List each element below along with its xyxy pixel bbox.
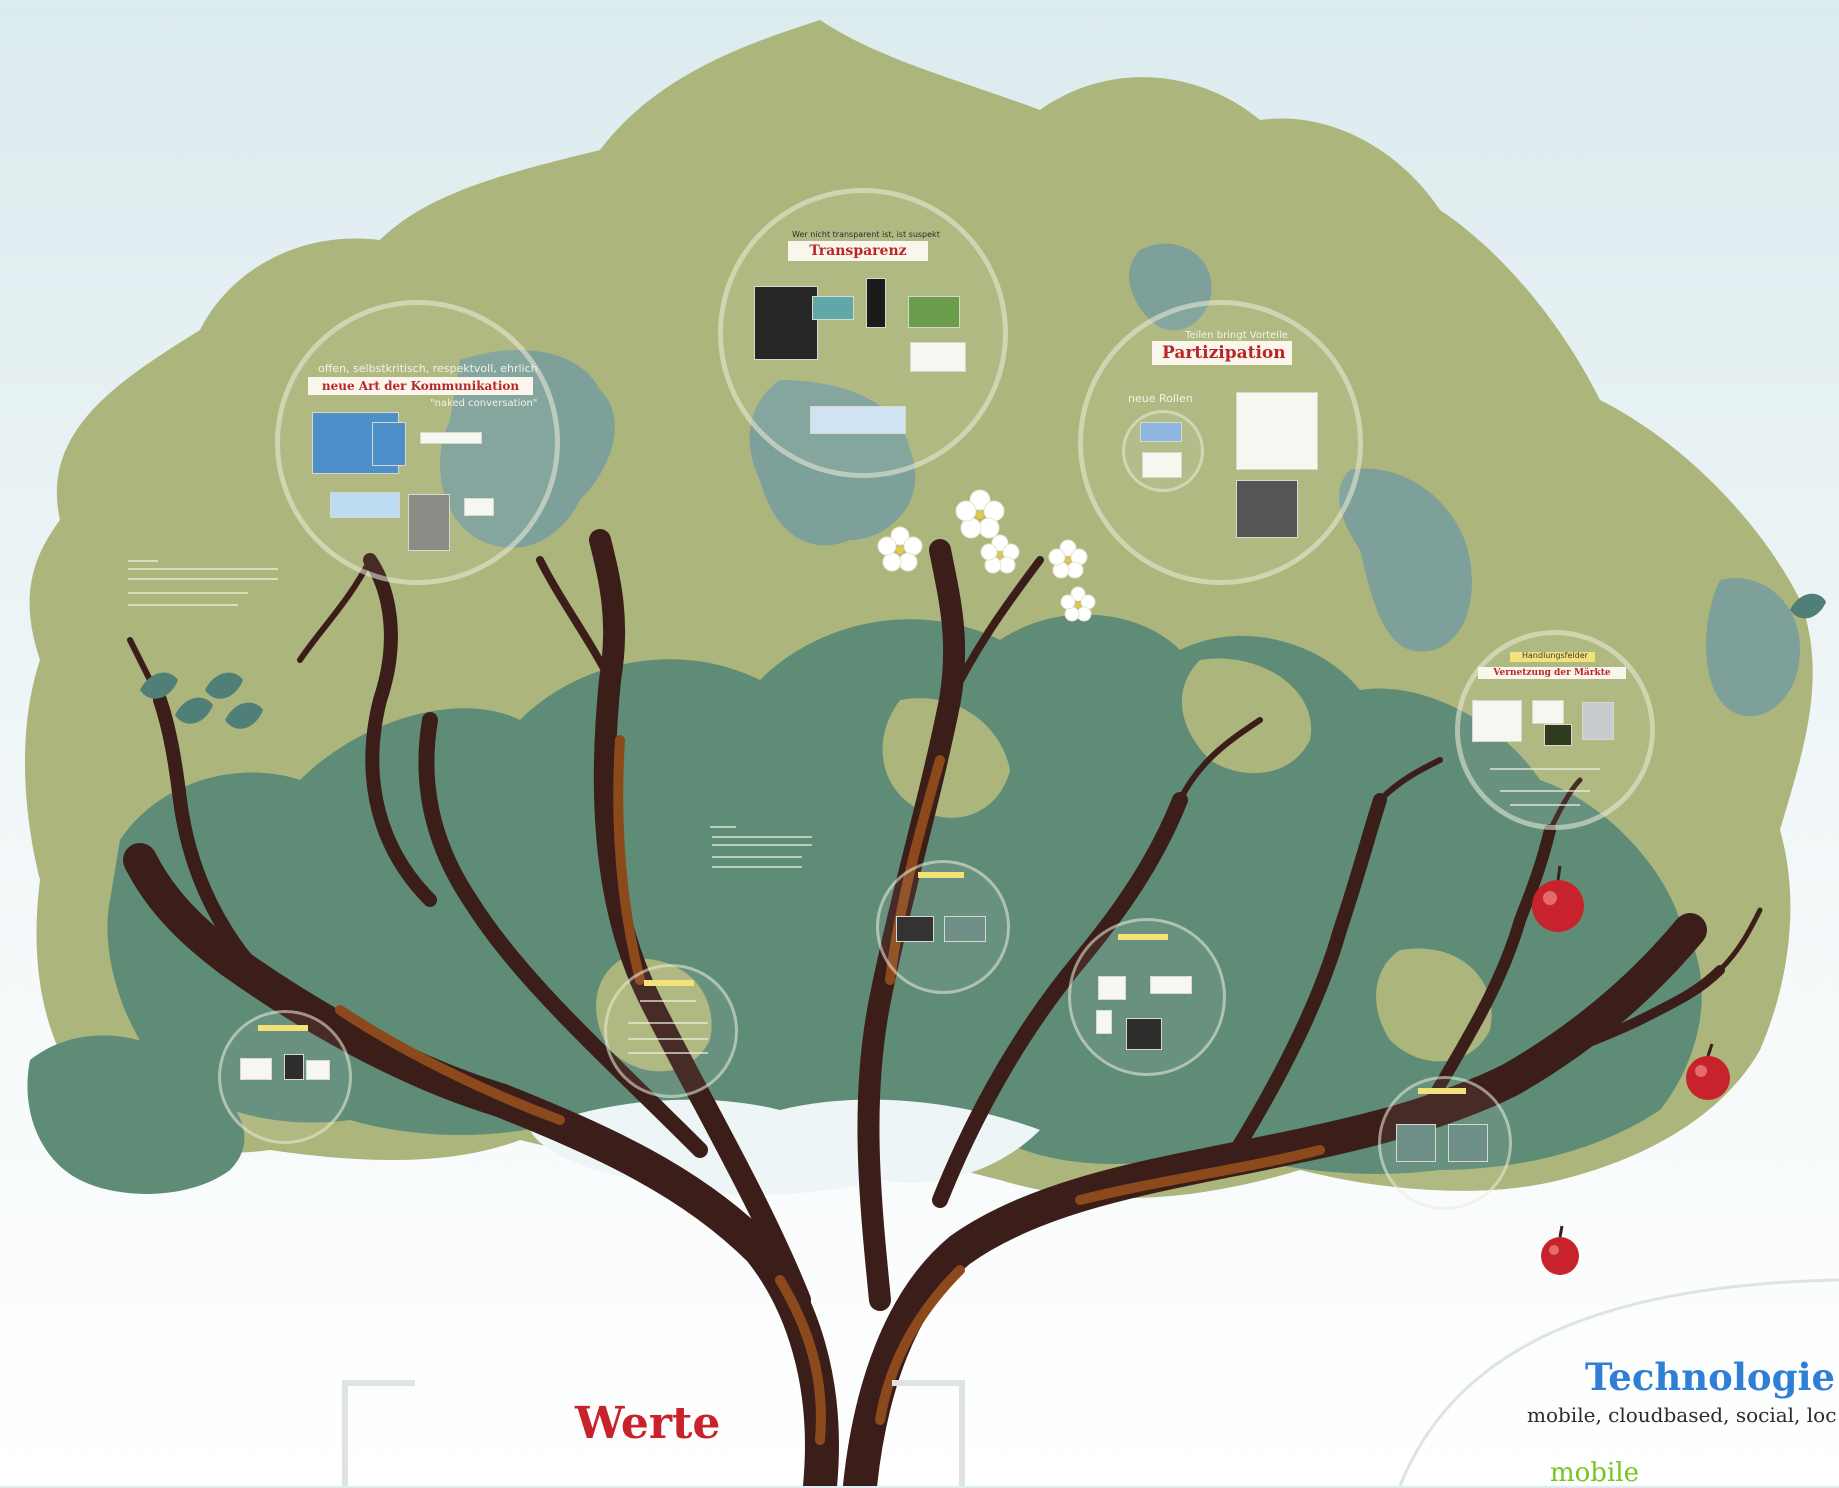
right-middle-thumb[interactable] bbox=[1098, 976, 1126, 1000]
white-blossom-icon bbox=[877, 489, 1096, 622]
left-notes-line bbox=[128, 592, 248, 594]
kommunikation-thumb-2[interactable] bbox=[372, 422, 406, 466]
technologie-subtitle: mobile, cloudbased, social, loc bbox=[1527, 1403, 1837, 1427]
lower-left-tag bbox=[258, 1025, 308, 1031]
kommunikation-thumb-4[interactable] bbox=[330, 492, 400, 518]
transparenz-thumb-2[interactable] bbox=[812, 296, 854, 320]
lower-left-thumb[interactable] bbox=[284, 1054, 304, 1080]
maerkte-thumb-1[interactable] bbox=[1472, 700, 1522, 742]
transparenz-thumb-3[interactable] bbox=[866, 278, 886, 328]
partizipation-thumb-1[interactable] bbox=[1140, 422, 1182, 442]
center-thumb[interactable] bbox=[944, 916, 986, 942]
left-notes-line bbox=[128, 578, 278, 580]
maerkte-tag-label: Handlungsfelder bbox=[1522, 651, 1588, 660]
center-notes-line bbox=[712, 836, 812, 838]
center-thumb[interactable] bbox=[896, 916, 934, 942]
lower-right-tag bbox=[1418, 1088, 1466, 1094]
circle-digital[interactable] bbox=[604, 964, 738, 1098]
maerkte-text-line bbox=[1500, 790, 1590, 792]
kommunikation-title: neue Art der Kommunikation bbox=[308, 377, 533, 395]
kommunikation-thumb-3[interactable] bbox=[420, 432, 482, 444]
partizipation-sub-label: neue Rollen bbox=[1128, 392, 1193, 405]
lower-right-thumb[interactable] bbox=[1448, 1124, 1488, 1162]
right-middle-thumb[interactable] bbox=[1096, 1010, 1112, 1034]
transparenz-thumb-5[interactable] bbox=[910, 342, 966, 372]
left-notes-line bbox=[128, 560, 158, 562]
center-notes-line bbox=[712, 856, 802, 858]
maerkte-thumb-2[interactable] bbox=[1532, 700, 1564, 724]
partizipation-title: Partizipation bbox=[1152, 341, 1292, 365]
lower-left-thumb[interactable] bbox=[306, 1060, 330, 1080]
partizipation-subtitle: Teilen bringt Vorteile bbox=[1185, 330, 1288, 341]
transparenz-thumb-1[interactable] bbox=[754, 286, 818, 360]
right-middle-thumb[interactable] bbox=[1126, 1018, 1162, 1050]
left-notes-line bbox=[128, 604, 238, 606]
transparenz-title: Transparenz bbox=[788, 241, 928, 261]
kommunikation-quote: "naked conversation" bbox=[430, 398, 538, 409]
center-tag bbox=[918, 872, 964, 878]
circle-lower-right[interactable] bbox=[1378, 1076, 1512, 1210]
transparenz-thumb-4[interactable] bbox=[908, 296, 960, 328]
maerkte-text-line bbox=[1490, 768, 1600, 770]
partizipation-thumb-3[interactable] bbox=[1236, 392, 1318, 470]
center-notes-line bbox=[710, 826, 736, 828]
lower-right-thumb[interactable] bbox=[1396, 1124, 1436, 1162]
bark-highlights bbox=[335, 735, 1325, 1445]
apple-icon bbox=[1532, 865, 1730, 1275]
mobile-label[interactable]: mobile bbox=[1550, 1458, 1639, 1488]
digital-text-line bbox=[628, 1022, 708, 1024]
circle-right-middle[interactable] bbox=[1068, 918, 1226, 1076]
lower-left-thumb[interactable] bbox=[240, 1058, 272, 1080]
digital-text-line bbox=[640, 1000, 696, 1002]
maerkte-thumb-4[interactable] bbox=[1582, 702, 1614, 740]
kommunikation-subtitle: offen, selbstkritisch, respektvoll, ehrl… bbox=[318, 362, 538, 375]
maerkte-title: Vernetzung der Märkte bbox=[1478, 667, 1626, 679]
werte-title[interactable]: Werte bbox=[575, 1398, 721, 1449]
digital-text-line bbox=[628, 1052, 708, 1054]
left-notes-line bbox=[128, 568, 278, 570]
kommunikation-thumb-5[interactable] bbox=[408, 494, 450, 551]
technologie-title[interactable]: Technologie bbox=[1585, 1355, 1836, 1399]
maerkte-text-line bbox=[1510, 804, 1580, 806]
transparenz-thumb-6[interactable] bbox=[810, 406, 906, 434]
bottom-frame bbox=[342, 1278, 1839, 1486]
right-middle-tag bbox=[1118, 934, 1168, 940]
kommunikation-thumb-6[interactable] bbox=[464, 498, 494, 516]
leaf-icon bbox=[140, 593, 1826, 729]
center-notes-line bbox=[712, 844, 812, 846]
right-middle-thumb[interactable] bbox=[1150, 976, 1192, 994]
maerkte-thumb-3[interactable] bbox=[1544, 724, 1572, 746]
transparenz-subtitle: Wer nicht transparent ist, ist suspekt bbox=[792, 230, 940, 239]
maerkte-tag bbox=[1510, 652, 1595, 662]
partizipation-thumb-4[interactable] bbox=[1236, 480, 1298, 538]
center-notes-line bbox=[712, 866, 802, 868]
digital-text-line bbox=[628, 1038, 708, 1040]
partizipation-thumb-2[interactable] bbox=[1142, 452, 1182, 478]
digital-tag bbox=[644, 980, 694, 986]
